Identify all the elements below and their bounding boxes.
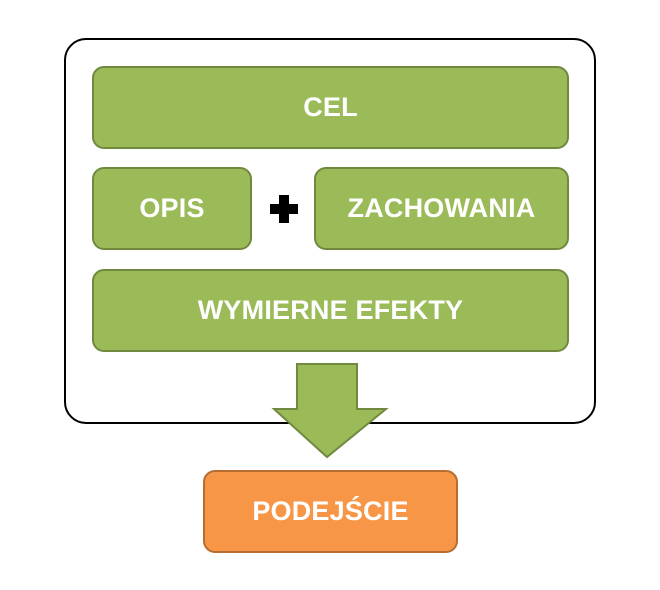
plus-icon xyxy=(270,195,298,223)
down-arrow-icon xyxy=(271,363,389,459)
box-opis: OPIS xyxy=(92,167,252,250)
box-wymierne-efekty: WYMIERNE EFEKTY xyxy=(92,269,569,352)
box-wymierne-efekty-label: WYMIERNE EFEKTY xyxy=(197,295,464,325)
box-zachowania-label: ZACHOWANIA xyxy=(347,193,536,223)
box-zachowania: ZACHOWANIA xyxy=(314,167,569,250)
box-podejscie: PODEJŚCIE xyxy=(203,470,458,553)
box-cel: CEL xyxy=(92,66,569,149)
box-opis-label: OPIS xyxy=(139,193,205,223)
box-podejscie-label: PODEJŚCIE xyxy=(252,496,409,526)
box-cel-label: CEL xyxy=(303,92,358,122)
